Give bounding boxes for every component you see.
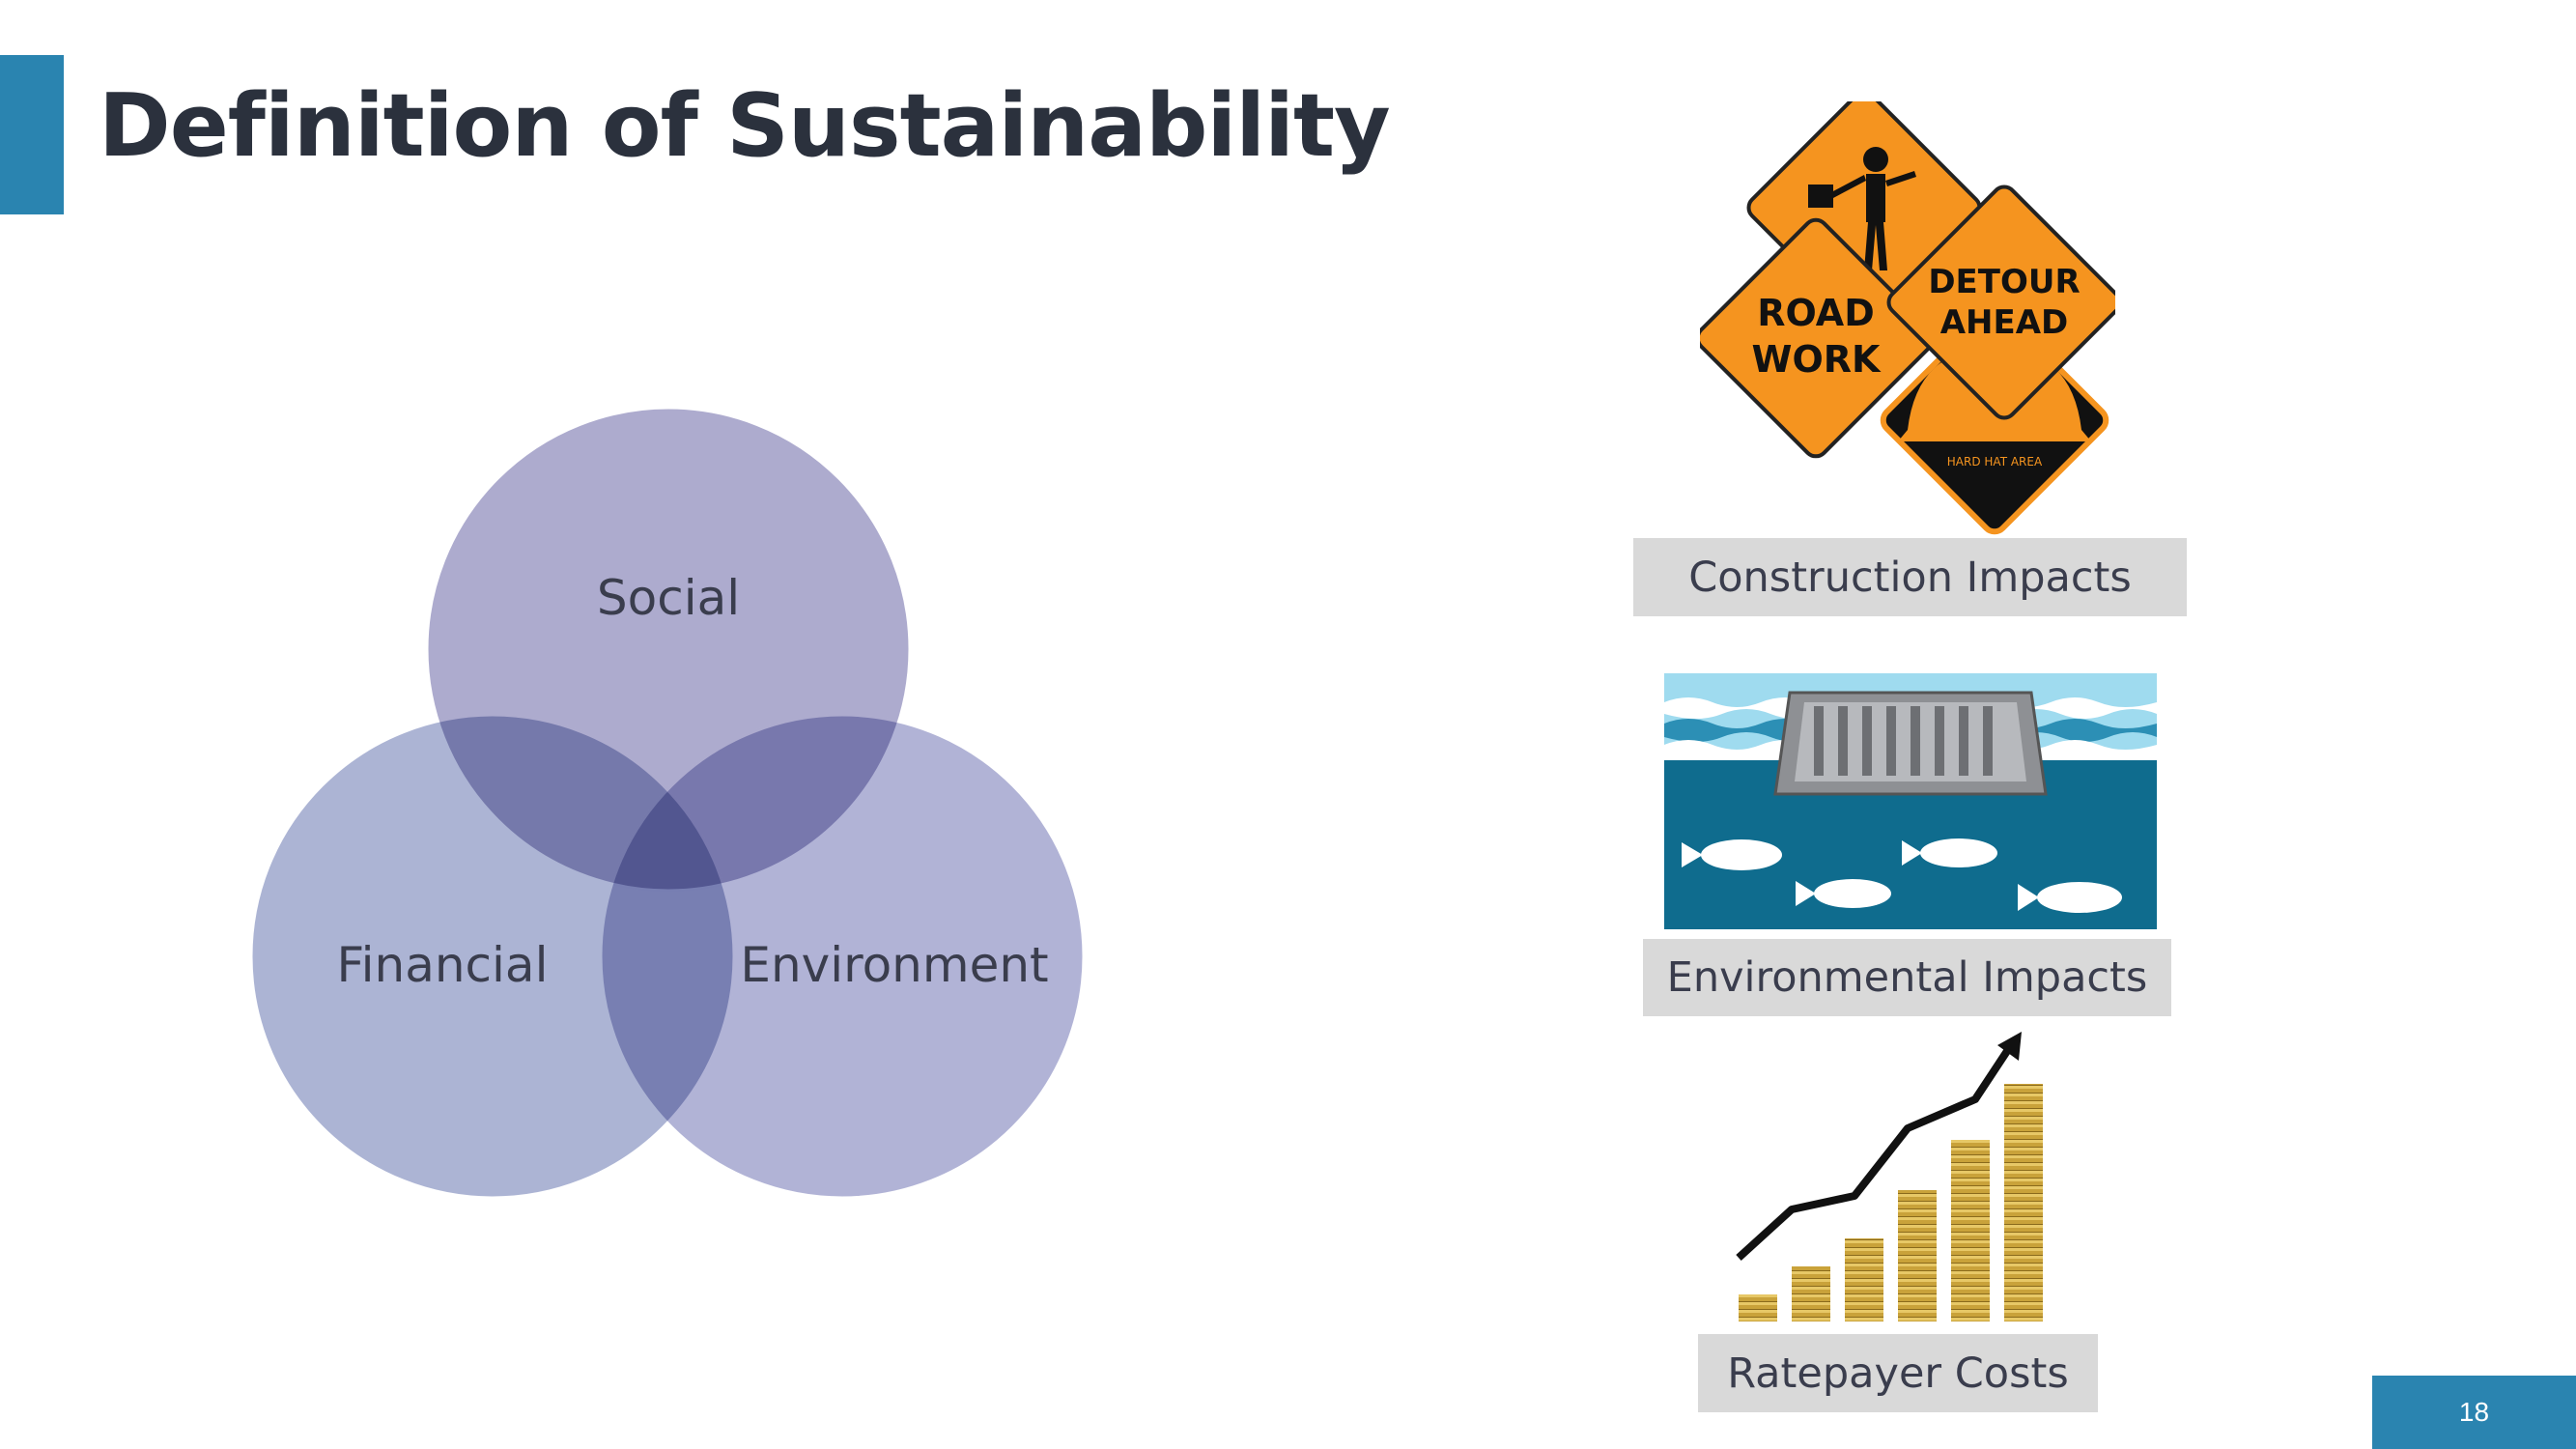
venn-label-financial: Financial <box>337 937 549 993</box>
storm-drain-image <box>1664 673 2157 929</box>
road-sign-line1: ROAD <box>1757 292 1875 334</box>
upward-trend-arrow <box>1736 1042 2015 1261</box>
fish-icons <box>1682 838 2122 913</box>
environmental-impacts-caption: Environmental Impacts <box>1643 939 2171 1016</box>
detour-sign-line1: DETOUR <box>1928 263 2080 301</box>
page-number: 18 <box>2372 1376 2576 1449</box>
flagger-icon <box>1808 147 1916 270</box>
venn-label-environment: Environment <box>740 937 1048 993</box>
coin-stacks-icon <box>1739 1084 2043 1321</box>
slide-title: Definition of Sustainability <box>99 75 1391 177</box>
venn-diagram: Social Financial Environment <box>249 406 1086 1200</box>
road-work-signs-image: ROAD WORK HARD HAT AREA DETOUR AHEAD <box>1700 101 2115 535</box>
rising-costs-image <box>1736 1032 2043 1321</box>
detour-sign-line2: AHEAD <box>1940 303 2069 342</box>
venn-circle-environment <box>599 713 1086 1200</box>
ratepayer-costs-caption: Ratepayer Costs <box>1698 1334 2098 1412</box>
construction-impacts-caption: Construction Impacts <box>1633 538 2187 616</box>
drain-grate-icon <box>1773 691 2048 796</box>
title-accent-bar <box>0 55 64 214</box>
venn-label-social: Social <box>597 570 740 626</box>
hard-hat-sign-text: HARD HAT AREA <box>1947 455 2043 469</box>
road-sign-line2: WORK <box>1752 338 1882 381</box>
